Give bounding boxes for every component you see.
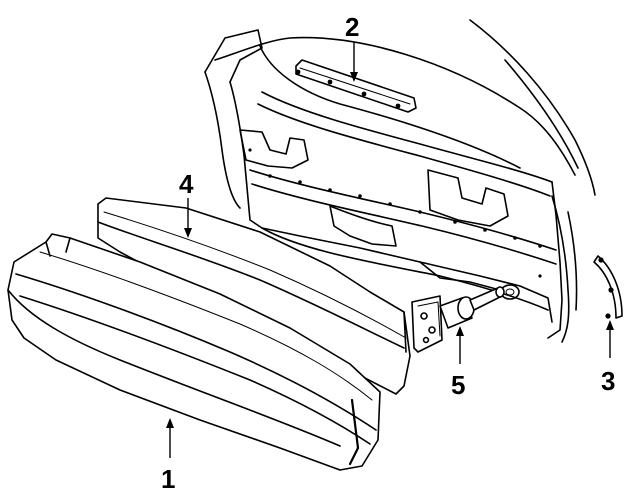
callout-1-label: 1 [161, 464, 175, 494]
callout-5: 5 [451, 326, 465, 400]
vehicle-rear-body [204, 19, 596, 343]
part-impact-isolator-mount [411, 286, 505, 353]
callout-3-label: 3 [601, 366, 615, 396]
panel-bolt-holes [248, 148, 542, 278]
callout-2: 2 [345, 12, 359, 82]
part-bumper-cover [7, 233, 381, 471]
callout-4-label: 4 [179, 169, 194, 199]
callout-1: 1 [161, 418, 175, 494]
part-upper-retainer-strip [295, 59, 417, 113]
callout-2-label: 2 [345, 12, 359, 42]
callout-5-label: 5 [451, 370, 465, 400]
part-side-guide-bracket [593, 255, 623, 319]
callout-3: 3 [601, 320, 615, 396]
callout-4: 4 [179, 169, 194, 238]
